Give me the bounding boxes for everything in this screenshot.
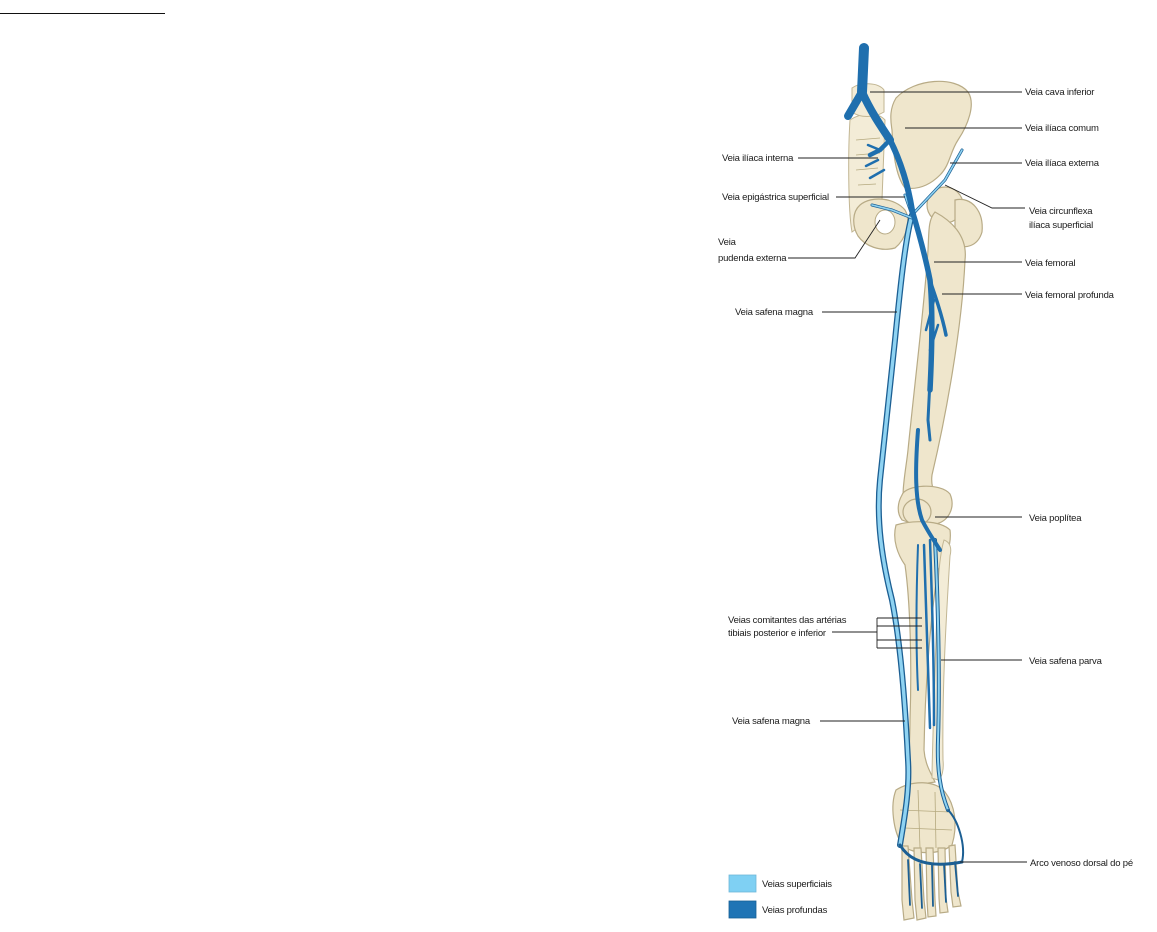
external-iliac [887,137,915,213]
label-veia-circunflexa: Veia circunflexa [1029,206,1093,217]
label-veias-comitantes-2: tibiais posterior e inferior [728,628,826,639]
pelvis-ilium [890,80,972,190]
legend-label-superficial: Veias superficiais [762,879,832,890]
label-veia-safena-magna-lower: Veia safena magna [732,716,811,727]
label-pudenda-externa: pudenda externa [718,253,787,264]
legend-label-deep: Veias profundas [762,905,828,916]
deep-vein-network [844,43,948,730]
labels: Veia cava inferior Veia ilíaca comum Vei… [718,87,1133,869]
top-rule [0,13,165,14]
ivc [857,43,869,97]
label-iliaca-superficial: ilíaca superficial [1029,220,1093,231]
legend-swatch-superficial [728,874,757,893]
label-veia-femoral: Veia femoral [1025,258,1075,269]
label-veia-epigastrica-superficial: Veia epigástrica superficial [722,192,829,203]
label-veia-cava-inferior: Veia cava inferior [1025,87,1094,98]
label-veia-safena-magna-upper: Veia safena magna [735,307,814,318]
obturator-foramen [874,209,896,235]
label-veia-iliaca-externa: Veia ilíaca externa [1025,158,1100,169]
legend-swatch-deep [728,900,757,919]
skeleton [848,80,983,921]
label-veia-iliaca-interna: Veia ilíaca interna [722,153,794,164]
label-veia-iliaca-comum: Veia ilíaca comum [1025,123,1099,134]
label-arco-venoso-dorsal: Arco venoso dorsal do pé [1030,858,1133,869]
label-veia-safena-parva: Veia safena parva [1029,656,1103,667]
leader-lines [788,91,1027,863]
label-veia-femoral-profunda: Veia femoral profunda [1025,290,1115,301]
digital-veins [907,859,959,909]
label-veia-poplitea: Veia poplítea [1029,513,1082,524]
femur [902,211,966,513]
label-veias-comitantes-1: Veias comitantes das artérias [728,615,847,626]
label-veia-pudenda: Veia [718,237,737,248]
legend: Veias superficiais Veias profundas [728,874,832,919]
dorsal-venous-arch [898,843,964,866]
right-common-iliac [858,88,894,144]
